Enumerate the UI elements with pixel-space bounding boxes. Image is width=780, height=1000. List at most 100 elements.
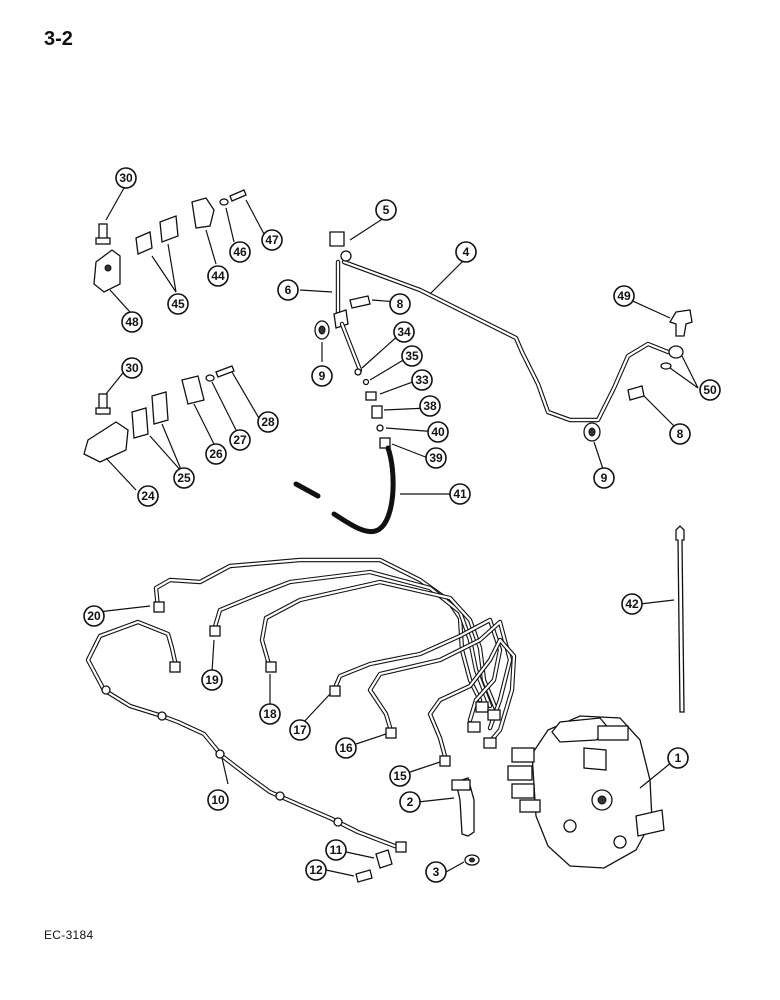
pipe-nut-16 [385, 727, 397, 739]
svg-text:6: 6 [285, 283, 292, 297]
svg-text:40: 40 [431, 425, 445, 439]
svg-text:45: 45 [171, 297, 185, 311]
callouts: 30 47 46 44 45 48 5 4 6 8 9 34 35 33 38 … [83, 167, 721, 883]
figure-code: EC-3184 [44, 928, 94, 942]
callout: 39 [425, 447, 447, 469]
bolt-8-left [349, 295, 371, 309]
callout: 33 [411, 369, 433, 391]
callout: 8 [389, 293, 411, 315]
svg-text:46: 46 [233, 245, 247, 259]
svg-text:15: 15 [393, 769, 407, 783]
svg-text:20: 20 [87, 609, 101, 623]
clamp-44 [191, 197, 215, 229]
callout: 41 [449, 483, 471, 505]
svg-text:28: 28 [261, 415, 275, 429]
hose-41 [331, 445, 396, 534]
svg-text:41: 41 [453, 487, 467, 501]
banjo-fitting-5 [329, 231, 345, 247]
callout: 38 [419, 395, 441, 417]
washer-50 [660, 362, 672, 370]
callout: 17 [289, 719, 311, 741]
bolt-12 [355, 869, 373, 883]
svg-text:30: 30 [119, 171, 133, 185]
pipe-nut-18 [265, 661, 277, 673]
svg-text:16: 16 [339, 741, 353, 755]
bracket-assembly-lower [83, 365, 235, 463]
svg-text:10: 10 [211, 793, 225, 807]
callout: 18 [259, 703, 281, 725]
callout: 5 [375, 199, 397, 221]
ring-35 [362, 378, 370, 386]
callout: 9 [593, 467, 615, 489]
page-number: 3-2 [44, 28, 73, 50]
callout: 2 [399, 791, 421, 813]
washer-27 [205, 374, 215, 382]
svg-text:24: 24 [141, 489, 155, 503]
leak-off-pipe-10 [85, 619, 407, 853]
bolt-49 [669, 309, 693, 337]
leak-off-line-assembly [293, 231, 693, 534]
callout: 30 [115, 167, 137, 189]
callout: 27 [229, 429, 251, 451]
callout: 24 [137, 485, 159, 507]
svg-text:38: 38 [423, 399, 437, 413]
pipe-nut-19 [209, 625, 221, 637]
clamp-45-a [135, 231, 153, 255]
svg-text:26: 26 [209, 447, 223, 461]
svg-text:48: 48 [125, 315, 139, 329]
bolt-8-right [627, 385, 645, 401]
injection-pipes [153, 557, 517, 767]
callout: 49 [613, 285, 635, 307]
svg-text:3: 3 [433, 865, 440, 879]
callout: 1 [667, 747, 689, 769]
injector-group [355, 777, 480, 883]
svg-text:9: 9 [601, 471, 608, 485]
pipe-nut-20 [153, 601, 165, 613]
callout: 6 [277, 279, 299, 301]
bolt-47 [229, 189, 247, 202]
rod-42 [675, 525, 685, 713]
svg-text:49: 49 [617, 289, 631, 303]
svg-text:39: 39 [429, 451, 443, 465]
leader-lines [97, 187, 699, 877]
svg-text:50: 50 [703, 383, 717, 397]
svg-text:18: 18 [263, 707, 277, 721]
svg-text:17: 17 [293, 723, 307, 737]
callout: 28 [257, 411, 279, 433]
svg-text:1: 1 [675, 751, 682, 765]
svg-text:47: 47 [265, 233, 279, 247]
callout: 30 [121, 357, 143, 379]
callout: 12 [305, 859, 327, 881]
pipe-nut-15 [439, 755, 451, 767]
svg-text:11: 11 [330, 843, 343, 857]
callout: 50 [699, 379, 721, 401]
callout: 8 [669, 423, 691, 445]
callout: 42 [621, 593, 643, 615]
callout: 15 [389, 765, 411, 787]
callout: 20 [83, 605, 105, 627]
callout: 46 [229, 241, 251, 263]
svg-text:25: 25 [177, 471, 191, 485]
svg-text:27: 27 [233, 433, 247, 447]
bolt-28 [215, 365, 235, 378]
nut-39 [379, 437, 391, 449]
clamp-25-a [131, 407, 149, 439]
svg-text:30: 30 [125, 361, 139, 375]
svg-text:9: 9 [319, 369, 326, 383]
seal-34 [354, 368, 362, 376]
washer-46 [219, 198, 229, 206]
callout: 9 [311, 365, 333, 387]
svg-text:12: 12 [309, 863, 323, 877]
clamp-25-b [151, 391, 169, 425]
pipe-nut-17 [329, 685, 341, 697]
svg-text:4: 4 [463, 245, 470, 259]
svg-text:8: 8 [677, 427, 684, 441]
bracket-24 [83, 421, 129, 463]
svg-text:42: 42 [625, 597, 639, 611]
svg-text:35: 35 [405, 349, 419, 363]
callout: 45 [167, 293, 189, 315]
banjo-6 [333, 309, 349, 329]
callout: 4 [455, 241, 477, 263]
